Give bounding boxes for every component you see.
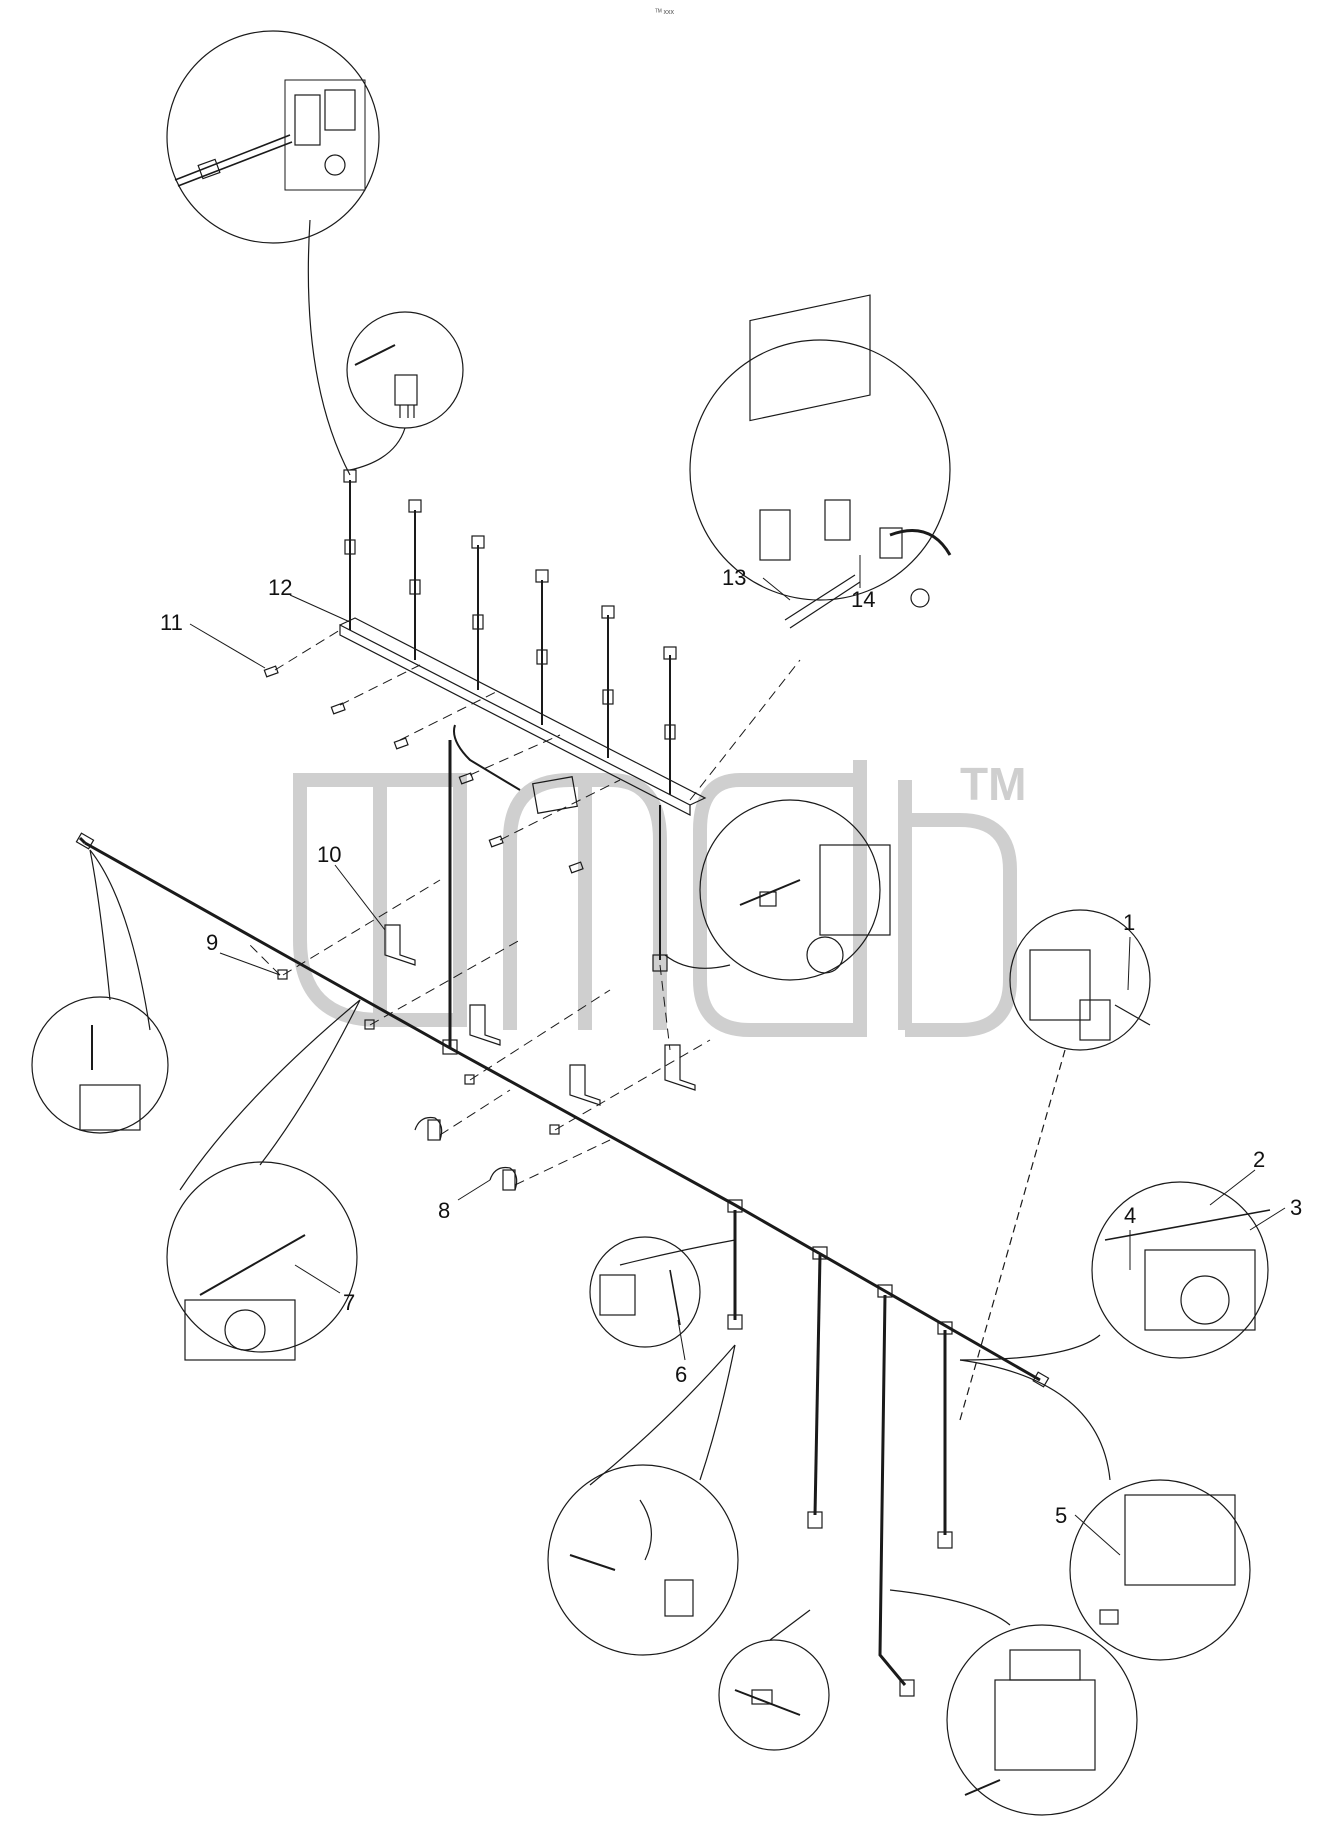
connector-drop-2 — [807, 1511, 823, 1529]
leader-injection-pump — [889, 1589, 1011, 1626]
harness-end-connector-right — [1032, 1371, 1050, 1388]
detail-view-temp-sensor — [718, 1639, 830, 1751]
callout-1: 1 — [1123, 910, 1135, 935]
t-joint-2 — [812, 1246, 828, 1260]
callout-9: 9 — [206, 930, 218, 955]
harness-end-connector-left — [75, 832, 95, 850]
leader-part-6 — [619, 1239, 736, 1266]
detail-part-6-art — [599, 1269, 681, 1326]
leader-temp-sensor — [769, 1609, 811, 1641]
leader-speed-sensor-2 — [699, 1344, 736, 1481]
detail-part-2-3-4-art — [1104, 1209, 1271, 1331]
leader-sensor — [349, 427, 406, 471]
detail-ecu-art — [749, 294, 952, 629]
connector-drop-3 — [899, 1679, 915, 1697]
callout-7: 7 — [343, 1290, 355, 1315]
junction-block — [442, 1039, 458, 1055]
leader-injector — [89, 849, 111, 1001]
fasteners — [263, 665, 584, 1135]
connector-drop-1 — [727, 1314, 743, 1330]
callout-2: 2 — [1253, 1147, 1265, 1172]
callout-leaders — [189, 555, 1286, 1556]
detail-view-part-6 — [589, 1236, 701, 1348]
leader-glow-plug-2 — [259, 999, 361, 1166]
callout-11: 11 — [160, 610, 183, 635]
detail-speed-sensor-art — [569, 1499, 694, 1617]
injector-harness-rail — [339, 469, 707, 972]
connector-drop-4 — [937, 1531, 953, 1549]
detail-view-part-1 — [1009, 909, 1151, 1051]
t-joint-4 — [937, 1321, 953, 1335]
detail-cylinder-head-art — [174, 79, 366, 191]
detail-injector-art — [79, 1025, 141, 1131]
t-joint-3 — [877, 1284, 893, 1298]
brackets — [384, 924, 696, 1106]
detail-view-injection-pump — [946, 1624, 1138, 1816]
callout-10: 10 — [317, 842, 341, 867]
main-wiring-harness — [78, 836, 1041, 1382]
callout-5: 5 — [1055, 1503, 1067, 1528]
detail-sensor-art — [354, 344, 418, 418]
detail-view-cylinder-head — [166, 30, 380, 244]
detail-part-1-art — [1029, 949, 1151, 1041]
callout-3: 3 — [1290, 1195, 1302, 1220]
leader-glow-plug — [179, 999, 361, 1191]
callout-13: 13 — [722, 565, 746, 590]
t-joint-1 — [727, 1199, 743, 1213]
detail-view-part-5 — [1069, 1479, 1251, 1661]
detail-injection-pump-art — [964, 1649, 1096, 1796]
clamps-8 — [414, 1116, 518, 1191]
line-art — [31, 30, 1286, 1816]
detail-part-5-art — [1099, 1494, 1236, 1625]
watermark-logo: TM — [293, 758, 1026, 1037]
leader-part-2-3-4 — [959, 1334, 1101, 1361]
assembly-lines — [249, 629, 801, 1186]
detail-temp-sensor-art — [734, 1689, 801, 1716]
leader-part-5 — [959, 1359, 1111, 1481]
callout-labels: 1 2 3 4 5 6 7 8 9 10 11 12 13 14 — [160, 565, 1302, 1528]
detail-view-fuel-pump — [699, 799, 881, 981]
header-tiny-text: ᵀᴹ xxx — [655, 9, 675, 16]
detail-fuel-pump-art — [739, 844, 891, 974]
leader-speed-sensor — [589, 1344, 736, 1486]
callout-14: 14 — [851, 587, 875, 612]
trademark-symbol: TM — [960, 758, 1026, 810]
leader-fuel-pump — [664, 954, 731, 969]
callout-8: 8 — [438, 1198, 450, 1223]
harness-drops — [448, 740, 947, 1686]
detail-view-speed-sensor — [547, 1464, 739, 1656]
callout-6: 6 — [675, 1362, 687, 1387]
detail-view-part-2-3-4 — [1091, 1181, 1269, 1359]
leader-cylinder-head — [307, 219, 351, 476]
leader-injector-2 — [89, 849, 151, 1031]
detail-view-sensor — [346, 311, 464, 429]
callout-12: 12 — [268, 575, 292, 600]
detail-view-glow-plug — [166, 1161, 358, 1353]
detail-view-injector — [31, 996, 169, 1134]
callout-4: 4 — [1124, 1203, 1136, 1228]
detail-glow-plug-art — [184, 1234, 306, 1361]
detail-view-ecu — [689, 339, 951, 601]
